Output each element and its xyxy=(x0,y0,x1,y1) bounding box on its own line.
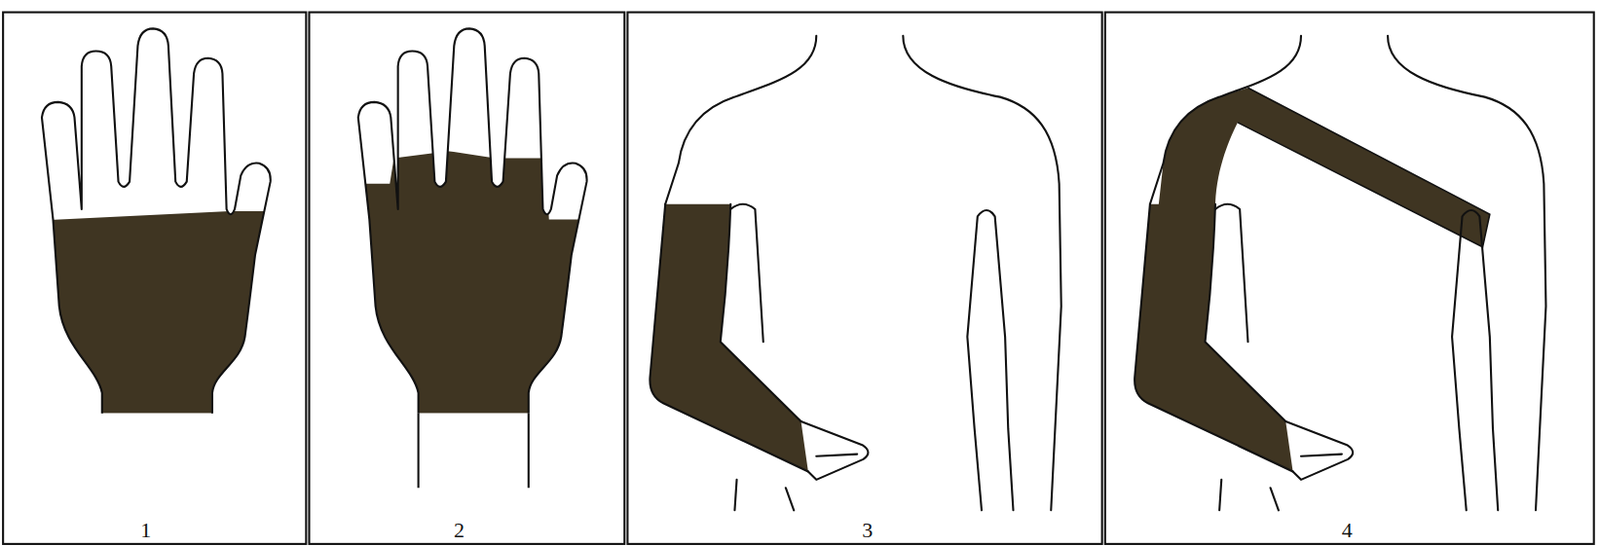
hand-figure xyxy=(358,28,588,488)
wrist-line xyxy=(418,413,529,489)
strap-outline xyxy=(1237,87,1490,248)
bust-outline xyxy=(1134,36,1546,512)
panel-number: 3 xyxy=(861,518,873,544)
hand-outline xyxy=(41,28,271,413)
panel-number: 1 xyxy=(140,518,151,544)
glove-fill xyxy=(358,28,588,413)
hand-figure xyxy=(41,28,271,413)
glove-fill xyxy=(41,28,271,413)
shoulder-strap-fill xyxy=(1157,87,1490,248)
panel-frame xyxy=(2,12,306,545)
bust-figure xyxy=(649,36,1061,512)
panel-number: 2 xyxy=(453,518,465,544)
panel-frame xyxy=(1105,12,1595,545)
bust-figure xyxy=(1134,36,1546,512)
panel-frame xyxy=(627,12,1102,545)
hand-outline xyxy=(358,28,588,413)
bust-outline xyxy=(649,36,1061,512)
panel-frame xyxy=(308,12,625,545)
hand-outline xyxy=(358,28,588,413)
panel-number: 4 xyxy=(1341,518,1353,544)
hand-outline xyxy=(41,28,271,413)
